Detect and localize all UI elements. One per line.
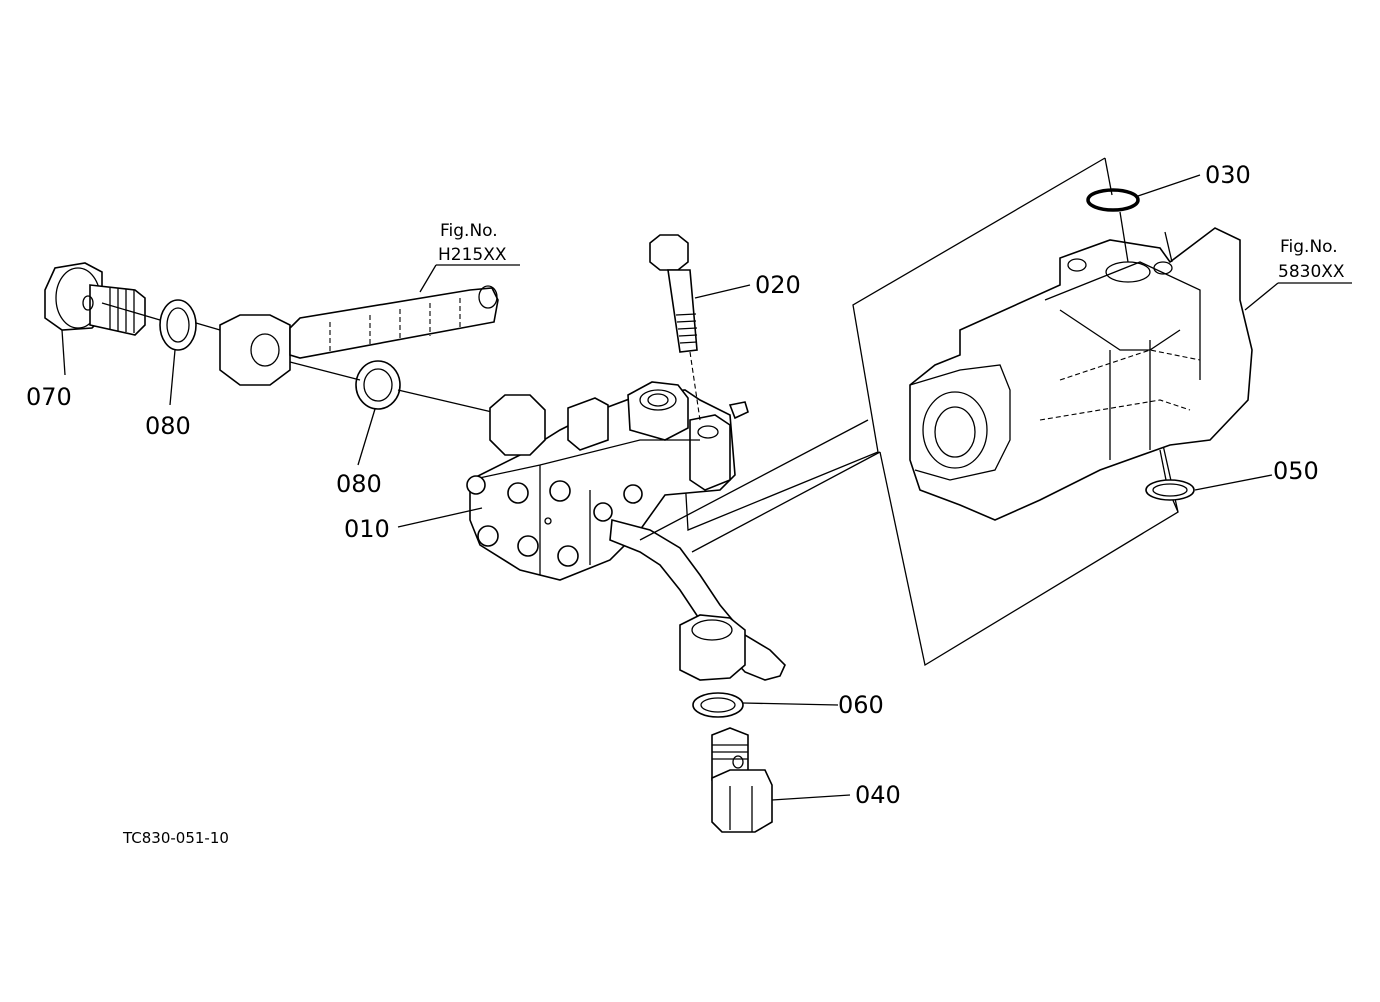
seal-washer-050 — [1145, 479, 1195, 501]
callout-050: 050 — [1273, 457, 1319, 485]
seal-washer-080-left — [159, 299, 197, 351]
callout-060: 060 — [838, 691, 884, 719]
o-ring-030 — [1086, 188, 1140, 212]
fig-ref-label-5830: Fig.No. — [1280, 237, 1338, 257]
axis-line-080 — [195, 322, 221, 331]
hollow-bolt-040 — [711, 727, 773, 833]
seal-washer-060 — [692, 692, 744, 718]
callout-leaders — [61, 174, 1352, 801]
callout-030: 030 — [1205, 161, 1251, 189]
hollow-bolt-070 — [44, 262, 146, 336]
axis-line-pipe — [289, 361, 361, 381]
fig-ref-label-h215: Fig.No. — [440, 221, 498, 241]
callout-020: 020 — [755, 271, 801, 299]
valve-body-010 — [466, 381, 749, 581]
seal-washer-080-center — [355, 360, 401, 410]
callout-010: 010 — [344, 515, 390, 543]
hydraulic-pump — [909, 211, 1253, 521]
callout-070: 070 — [26, 383, 72, 411]
fig-ref-number-5830: 5830XX — [1278, 262, 1345, 282]
fig-ref-number-h215: H215XX — [438, 245, 507, 265]
bolt-020 — [649, 234, 701, 421]
callout-080-left: 080 — [145, 412, 191, 440]
callout-040: 040 — [855, 781, 901, 809]
axis-line-valve — [397, 389, 493, 413]
upper-banjo-pipe — [219, 285, 499, 386]
axis-line-070 — [101, 302, 161, 321]
drawing-code: TC830-051-10 — [122, 829, 229, 847]
lower-pipe — [609, 419, 881, 681]
callout-080-center: 080 — [336, 470, 382, 498]
